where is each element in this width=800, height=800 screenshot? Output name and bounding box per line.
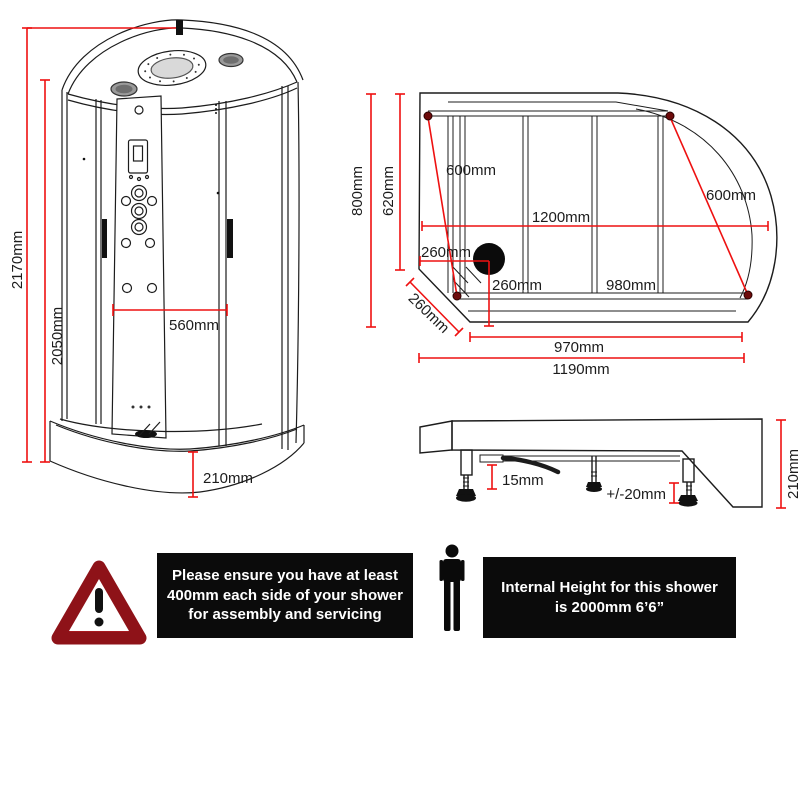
dim-tray-height-side-label: 210mm <box>785 449 800 499</box>
control-column <box>111 95 167 439</box>
side-view-dimensions <box>487 419 786 509</box>
front-view-drawing <box>49 19 305 494</box>
plan-view-dimensions <box>366 93 769 363</box>
dim-clearance-label: 15mm <box>502 472 544 489</box>
side-view-drawing <box>419 418 763 508</box>
dim-tray-height-front-label: 210mm <box>203 470 253 487</box>
dim-internal-height-label: 2050mm <box>49 307 66 365</box>
ceiling-light <box>137 50 207 86</box>
dim-overall-width-label: 1190mm <box>552 361 609 378</box>
dim-left-door-opening-label: 600mm <box>446 162 496 179</box>
dim-waste-offset-side-label: 260mm <box>421 244 471 261</box>
speaker-icon <box>110 81 138 97</box>
dim-center-panel-width-label: 560mm <box>169 317 219 334</box>
adjustable-foot <box>678 458 698 507</box>
plan-view-drawing <box>418 92 778 323</box>
adjustable-foot <box>456 449 476 502</box>
assembly-clearance-note: Please ensure you have at least 400mm ea… <box>157 553 413 638</box>
dim-front-edge-width-label: 970mm <box>554 339 604 356</box>
dim-front-rail-width-label: 980mm <box>606 277 656 294</box>
drain <box>135 430 157 438</box>
door-handle <box>227 219 233 258</box>
door-handle <box>102 219 107 258</box>
dim-foot-adjustment-label: +/-20mm <box>606 486 666 503</box>
warning-triangle-icon <box>51 560 147 645</box>
dim-internal-depth-label: 620mm <box>380 166 397 216</box>
waste-outlet <box>473 243 505 275</box>
tray-front <box>49 418 305 494</box>
waste-pipe <box>500 455 561 475</box>
adjustable-foot <box>586 456 602 492</box>
dim-back-wall-width-label: 1200mm <box>532 209 590 226</box>
roof-vent-tick <box>176 20 183 35</box>
dim-total-height-label: 2170mm <box>9 231 26 289</box>
person-icon <box>439 544 465 631</box>
dim-right-door-opening-label: 600mm <box>706 187 756 204</box>
dim-total-depth-label: 800mm <box>349 166 366 216</box>
front-view-dimensions <box>22 27 228 498</box>
speaker-icon <box>218 52 244 68</box>
internal-height-note: Internal Height for this shower is 2000m… <box>483 557 736 638</box>
dim-waste-offset-front-label: 260mm <box>492 277 542 294</box>
